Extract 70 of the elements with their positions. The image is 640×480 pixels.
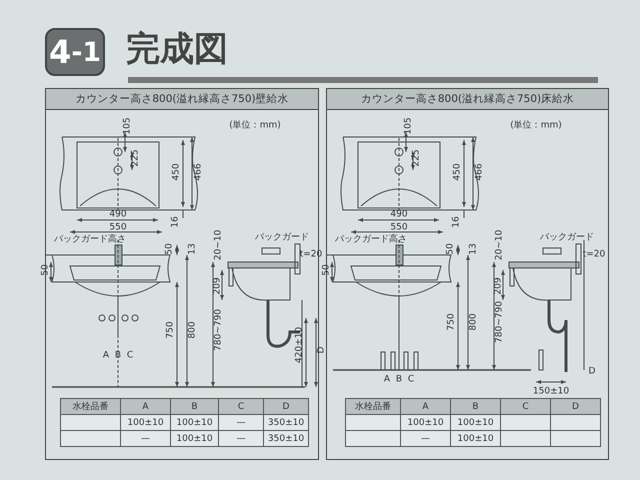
note-text: B [396,376,402,384]
dimension-value: 780~790 [214,309,224,351]
note-text: A [384,376,390,384]
dimension-value: 20~10 [496,230,504,260]
dimension-value: 50 [42,264,50,276]
note-text: (単位：mm) [510,122,562,130]
dimension-value: 13 [188,243,198,255]
note-text: 490 [390,210,408,220]
note-text: A [102,352,110,360]
table-cell: — [400,430,451,447]
panel-heading: カウンター高さ800(溢れ縁高さ750)壁給水 [46,89,318,110]
note-text: C [126,352,134,360]
note-text: バックガード [255,234,309,242]
note-text: 150±10 [532,388,570,396]
table-cell: 100±10 [120,414,171,431]
table-cell: 350±10 [263,414,309,431]
dimension-value: 50 [322,264,332,276]
table-cell: 100±10 [170,430,219,447]
dimension-value: 450 [172,163,182,181]
note-text: 550 [390,224,408,232]
table-cell: 100±10 [170,414,219,431]
dimension-value: 13 [470,243,478,255]
table-header-cell: D [550,398,601,415]
dimension-value: 780~790 [496,301,504,343]
table-header-cell: 水栓品番 [60,398,121,415]
table-header-cell: 水栓品番 [345,398,401,415]
dimension-value: 225 [132,149,140,167]
note-text: バックガード高さ [54,236,126,244]
dimension-value: 225 [412,149,422,167]
table-header-cell: D [263,398,309,415]
dimension-value: 105 [124,117,132,135]
note-text: B [114,352,122,360]
dimension-value: 750 [166,321,176,339]
note-text: バックガード高さ [335,236,407,244]
dimension-value: 750 [448,313,456,331]
dimension-value: 450 [454,163,462,181]
table-cell: — [120,430,171,447]
title: 完成図 [126,32,228,66]
dimension-value: 209 [494,277,504,295]
table-header-cell: A [120,398,171,415]
table-header-cell: C [500,398,551,415]
table-cell: 100±10 [450,430,501,447]
table-cell: — [218,430,264,447]
dimension-value: 209 [214,277,222,295]
dimension-value: 466 [194,163,204,181]
dimension-value: 20~10 [214,230,224,260]
table-cell: 100±10 [450,414,501,431]
table-header-cell: A [400,398,451,415]
table-cell: 350±10 [263,430,309,447]
table-header-cell: B [170,398,219,415]
panel-heading: カウンター高さ800(溢れ縁高さ750)床給水 [327,89,608,110]
dimension-value: 16 [452,216,462,228]
dimension-value: 800 [470,313,478,331]
dimension-value: 466 [476,163,484,181]
table-header-cell: C [218,398,264,415]
dimension-value: 105 [404,117,414,135]
note-text: D [588,368,596,376]
dimension-value: 800 [188,321,198,339]
note-text: C [408,376,414,384]
note-text: 550 [109,224,127,232]
note-text: 490 [109,210,127,220]
dimension-value: 50 [446,243,456,255]
dimension-value: D [318,346,326,354]
table-header-cell: B [450,398,501,415]
table-cell: — [218,414,264,431]
note-text: (単位：mm) [229,122,281,130]
dimension-value: 50 [166,243,174,255]
dimension-value: 16 [172,216,180,228]
note-text: バックガード [540,234,594,242]
table-cell: 100±10 [400,414,451,431]
